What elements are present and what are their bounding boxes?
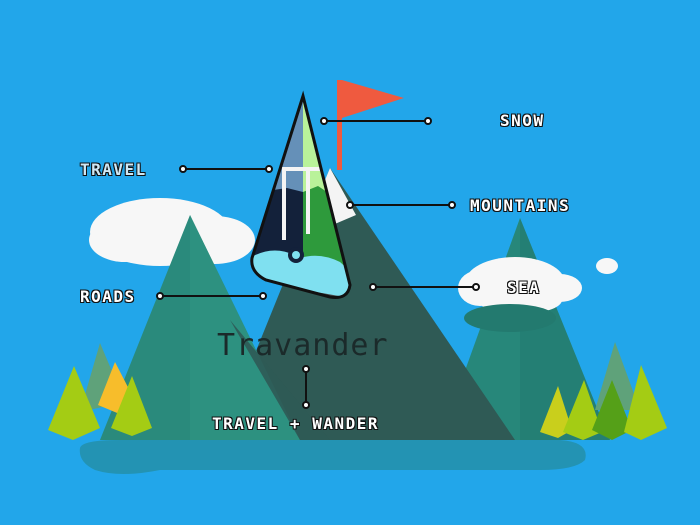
flag-pole bbox=[337, 80, 342, 170]
label-mountains: MOUNTAINS bbox=[470, 196, 571, 215]
cloud-small bbox=[596, 258, 618, 274]
label-sea: SEA bbox=[507, 278, 541, 297]
cloud-right bbox=[458, 257, 582, 314]
brand-tagline: TRAVEL + WANDER bbox=[212, 414, 379, 433]
lake bbox=[79, 440, 586, 474]
flag bbox=[342, 80, 404, 118]
label-snow: SNOW bbox=[500, 111, 545, 130]
connectors bbox=[156, 117, 480, 409]
mountain-center bbox=[220, 168, 515, 440]
brand-title: Travander bbox=[217, 328, 389, 363]
label-roads: ROADS bbox=[80, 287, 136, 306]
cloud-left bbox=[89, 198, 255, 266]
label-travel: TRAVEL bbox=[80, 160, 147, 179]
logo-emblem bbox=[250, 90, 352, 299]
